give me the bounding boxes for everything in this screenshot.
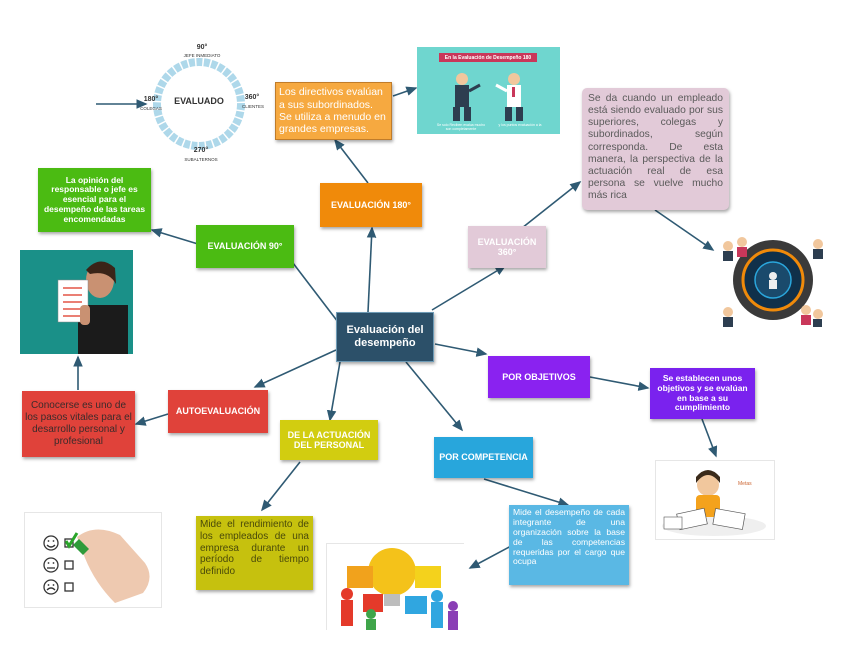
arrow-90-to-desc: [150, 228, 199, 245]
arrow-desc360-to-image: [654, 209, 715, 251]
node-evaluacion-90: EVALUACIÓN 90°: [196, 225, 294, 268]
evaluado-left-deg: 180°: [143, 96, 159, 103]
desc-actuacion-personal: Mide el rendimiento de los empleados de …: [196, 516, 313, 590]
evaluado-diagram: EVALUADO 90° JEFE INMEDIATO 180° COLEGAS…: [136, 44, 276, 169]
person-checklist-icon: [57, 261, 128, 354]
evaluado-top-deg: 90°: [196, 44, 208, 51]
smiley-checklist-icon: [43, 529, 150, 603]
person-goals-icon: [662, 470, 766, 536]
image-autoevaluacion: [20, 250, 133, 354]
arrow-desc-competencia-to-image: [468, 544, 514, 569]
arrow-competencia-to-desc: [483, 478, 570, 507]
desc-por-objetivos: Se establecen unos objetivos y se evalúa…: [650, 368, 755, 419]
node-autoevaluacion: AUTOEVALUACIÓN: [168, 390, 268, 433]
evaluado-top-label: JEFE INMEDIATO: [183, 53, 221, 58]
evaluado-right-deg: 360°: [244, 94, 260, 101]
image-objetivos: Metas: [655, 460, 775, 540]
arrow-central-to-180: [366, 226, 377, 313]
puzzle-team-icon: [341, 548, 458, 630]
desc-evaluacion-180-text: Los directivos evalúan a sus subordinado…: [279, 86, 386, 136]
desc-evaluacion-180: Los directivos evalúan a sus subordinado…: [275, 82, 392, 140]
image-evaluacion-180: En la Evaluación de Desempeño 180 Se sol…: [417, 47, 560, 134]
evaluado-right-label: CLIENTES: [241, 104, 264, 109]
arrow-central-to-objetivos: [434, 343, 488, 357]
node-por-objetivos-label: POR OBJETIVOS: [502, 371, 576, 382]
image-180-caption-right: y los puntos evaluación a la: [498, 123, 542, 127]
desc-actuacion-personal-text: Mide el rendimiento de los empleados de …: [200, 519, 309, 578]
arrow-objetivos-to-desc: [589, 376, 650, 391]
desc-autoevaluacion: Conocerse es uno de los pasos vitales pa…: [22, 391, 135, 457]
image-competencia: [326, 543, 464, 630]
arrow-desc180-to-image: [392, 86, 418, 97]
arrow-central-to-360: [431, 265, 507, 311]
node-evaluacion-180-label: EVALUACIÓN 180°: [331, 199, 411, 210]
desc-por-competencia: Mide el desempeño de cada integrante de …: [509, 505, 629, 585]
network-360-icon: [723, 237, 823, 327]
node-actuacion-personal: DE LA ACTUACIÓN DEL PERSONAL: [280, 420, 378, 460]
image-actuacion: [24, 512, 162, 608]
arrow-desc-objetivos-to-image: [701, 418, 718, 458]
evaluado-left-label: COLEGAS: [140, 106, 162, 111]
desc-por-competencia-text: Mide el desempeño de cada integrante de …: [513, 507, 625, 567]
image-evaluacion-360: [718, 232, 828, 328]
arrow-180-to-desc: [334, 138, 369, 184]
arrow-auto-to-desc: [134, 413, 169, 426]
desc-por-objetivos-text: Se establecen unos objetivos y se evalúa…: [657, 372, 748, 413]
node-evaluacion-360: EVALUACIÓN 360°: [468, 226, 546, 268]
evaluado-bottom-label: SUBALTERNOS: [184, 157, 218, 162]
evaluado-bottom-deg: 270°: [193, 147, 209, 154]
node-evaluacion-180: EVALUACIÓN 180°: [320, 183, 422, 227]
arrow-360-to-desc: [521, 181, 582, 229]
image-180-caption-left: Se solo Reciben evalua mucho son complet…: [436, 123, 486, 131]
node-por-competencia-label: POR COMPETENCIA: [439, 452, 528, 463]
evaluado-ring: [153, 58, 245, 150]
image-180-title: En la Evaluación de Desempeño 180: [439, 53, 537, 62]
arrow-actuacion-to-desc: [261, 461, 301, 512]
desc-evaluacion-90: La opinión del responsable o jefe es ese…: [38, 168, 151, 232]
central-node: Evaluación del desempeño: [336, 312, 434, 362]
arrow-central-to-competencia: [405, 361, 464, 432]
arrow-central-to-auto: [253, 349, 337, 388]
node-autoevaluacion-label: AUTOEVALUACIÓN: [175, 406, 261, 417]
node-por-competencia: POR COMPETENCIA: [434, 437, 533, 478]
node-por-objetivos: POR OBJETIVOS: [488, 356, 590, 398]
evaluado-center: EVALUADO: [174, 96, 224, 106]
businessmen-icon: [453, 73, 523, 121]
desc-autoevaluacion-text: Conocerse es uno de los pasos vitales pa…: [25, 400, 132, 447]
central-node-label: Evaluación del desempeño: [346, 324, 424, 349]
desc-evaluacion-360-text: Se da cuando un empleado está siendo eva…: [588, 93, 723, 202]
arrow-central-to-actuacion: [326, 361, 341, 422]
desc-evaluacion-360: Se da cuando un empleado está siendo eva…: [582, 88, 729, 210]
node-actuacion-personal-label: DE LA ACTUACIÓN DEL PERSONAL: [287, 429, 371, 450]
desc-evaluacion-90-text: La opinión del responsable o jefe es ese…: [43, 174, 146, 224]
image-objetivos-tag: Metas: [738, 481, 752, 487]
node-evaluacion-90-label: EVALUACIÓN 90°: [207, 241, 283, 252]
node-evaluacion-360-label: EVALUACIÓN 360°: [477, 236, 537, 257]
